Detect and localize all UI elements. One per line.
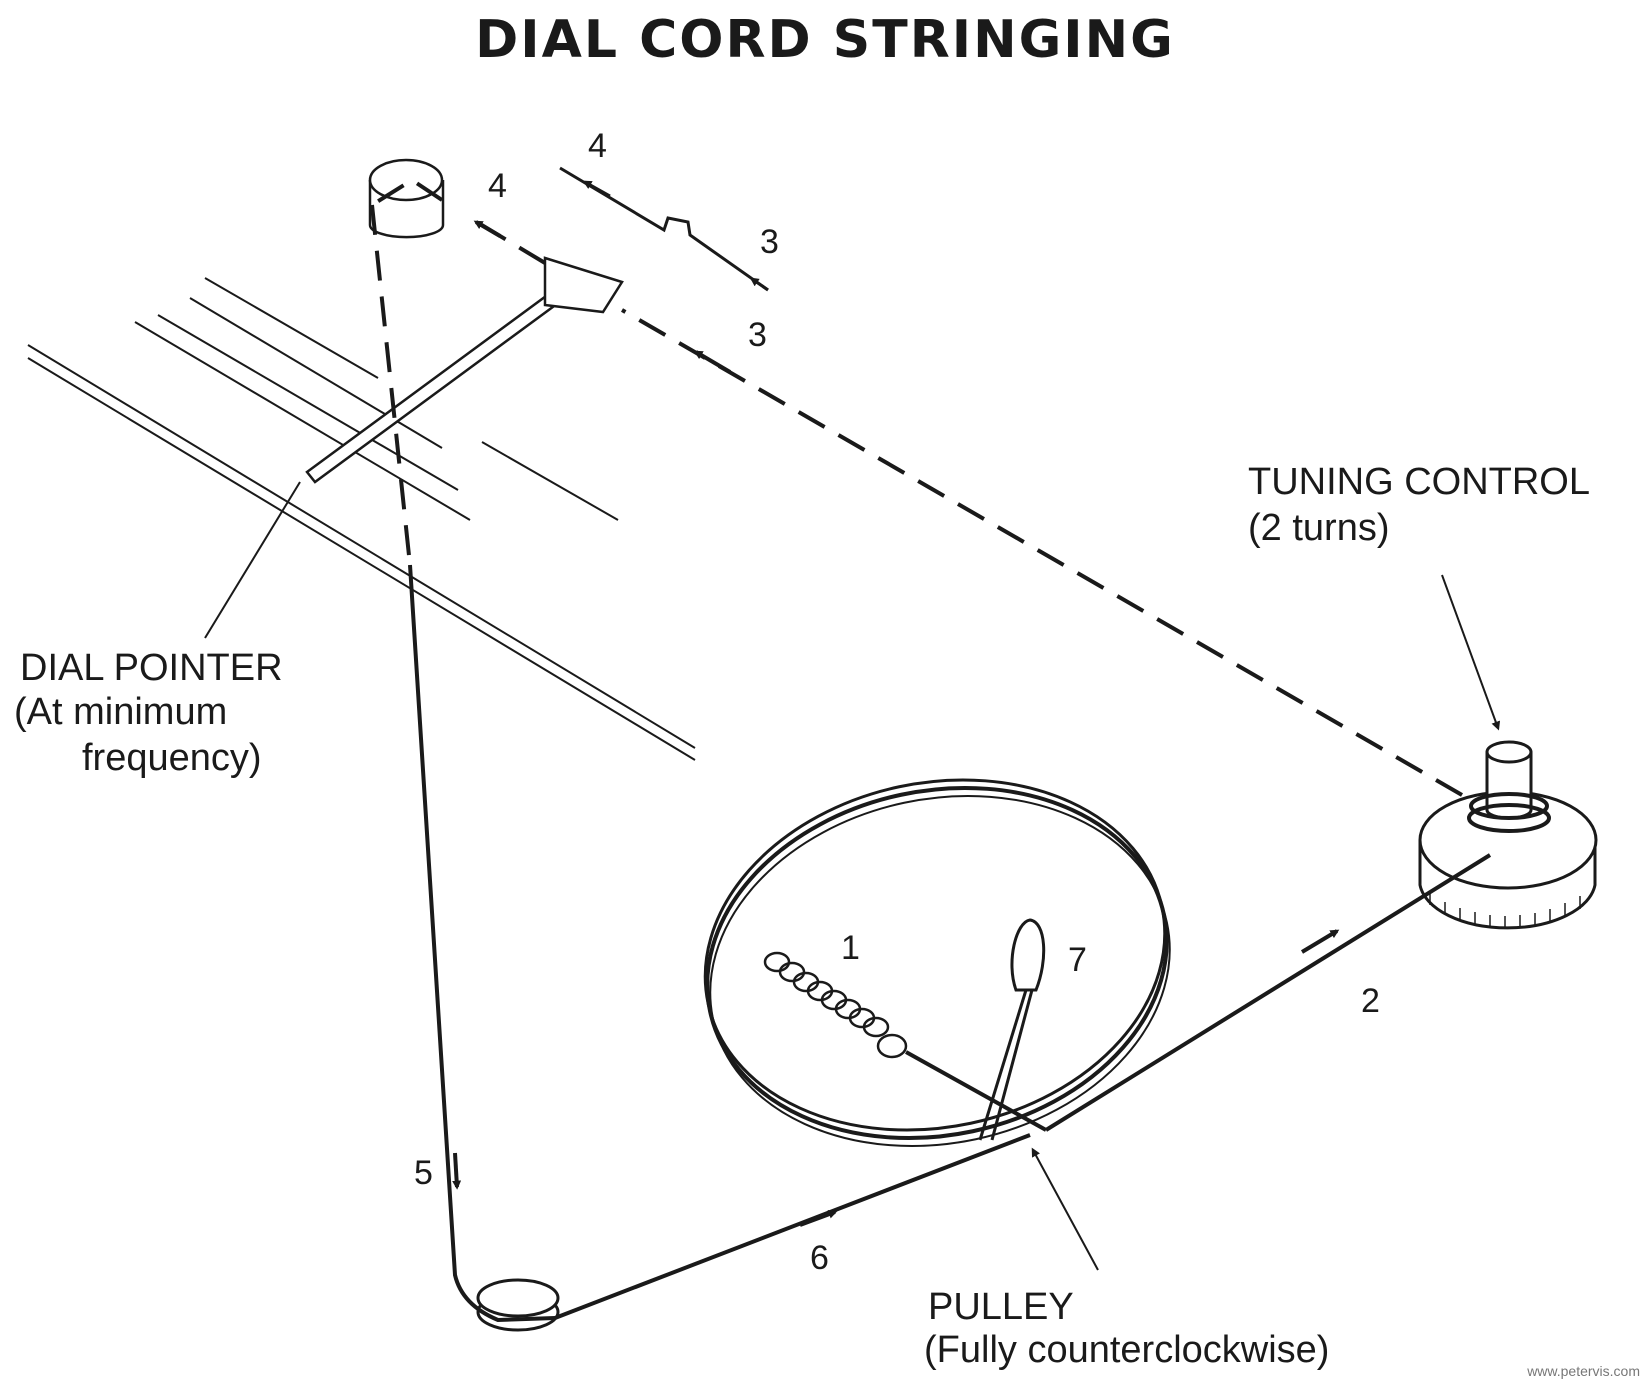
cord-loop bbox=[978, 918, 1046, 1141]
tuning-knob bbox=[1418, 740, 1598, 930]
step-number-1: 1 bbox=[841, 929, 860, 967]
dial-scale-lines bbox=[27, 277, 696, 761]
diagram-title: DIAL CORD STRINGING bbox=[475, 10, 1175, 70]
step-number-7: 7 bbox=[1068, 941, 1087, 979]
pulley-label: PULLEY bbox=[928, 1286, 1074, 1328]
step-number-3: 3 bbox=[748, 316, 767, 354]
step-number-6: 6 bbox=[810, 1239, 829, 1277]
cord-solid bbox=[408, 564, 1492, 1323]
step-number-4: 4 bbox=[488, 167, 507, 205]
step-number-5: 5 bbox=[414, 1154, 433, 1192]
cord-arrows bbox=[473, 220, 732, 374]
pulley-note: (Fully counterclockwise) bbox=[924, 1329, 1330, 1371]
dial-pointer-label: DIAL POINTER bbox=[20, 647, 283, 689]
inset-path bbox=[559, 166, 769, 292]
dial-drum bbox=[703, 778, 1171, 1148]
spring bbox=[763, 951, 908, 1059]
step-number-4-inset: 4 bbox=[588, 127, 607, 165]
tuning-control-label: TUNING CONTROL bbox=[1248, 461, 1590, 503]
step-number-3-inset: 3 bbox=[760, 223, 779, 261]
tuning-knob-knurl bbox=[1429, 892, 1581, 929]
dial-pointer-shape bbox=[305, 256, 624, 484]
dial-pointer-note-line1: (At minimum bbox=[14, 691, 228, 733]
tuning-control-note: (2 turns) bbox=[1248, 507, 1390, 549]
lower-pulley bbox=[476, 1278, 560, 1332]
dial-pointer-note-line2: frequency) bbox=[82, 737, 262, 779]
watermark: www.petervis.com bbox=[1527, 1363, 1640, 1379]
step-number-2: 2 bbox=[1361, 982, 1380, 1020]
leader-lines bbox=[204, 481, 1501, 1271]
